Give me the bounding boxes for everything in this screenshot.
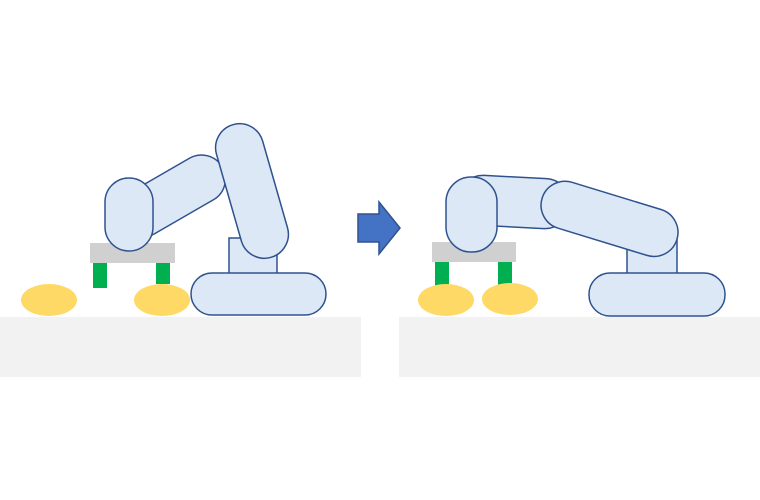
gripper-finger-left bbox=[93, 262, 107, 288]
target-object-right bbox=[134, 284, 190, 316]
robot-base bbox=[190, 272, 327, 316]
robot-upper-arm bbox=[214, 122, 290, 260]
gripper-finger-right bbox=[156, 262, 170, 284]
robot-base bbox=[588, 272, 726, 317]
gripper-finger-left bbox=[435, 262, 449, 286]
robot-wrist bbox=[104, 177, 154, 252]
grasped-object-left bbox=[418, 284, 474, 316]
target-object-left bbox=[21, 284, 77, 316]
gripper-finger-right bbox=[498, 262, 512, 286]
table-surface-left bbox=[0, 317, 361, 377]
robot-upper-arm bbox=[540, 180, 679, 258]
right-arrow-icon bbox=[357, 199, 401, 257]
panel-after bbox=[399, 174, 760, 377]
gripper-bar bbox=[90, 243, 175, 263]
table-surface-right bbox=[399, 317, 760, 377]
robot-wrist bbox=[445, 176, 498, 253]
grasped-object-right bbox=[482, 283, 538, 315]
panel-before bbox=[0, 122, 361, 377]
